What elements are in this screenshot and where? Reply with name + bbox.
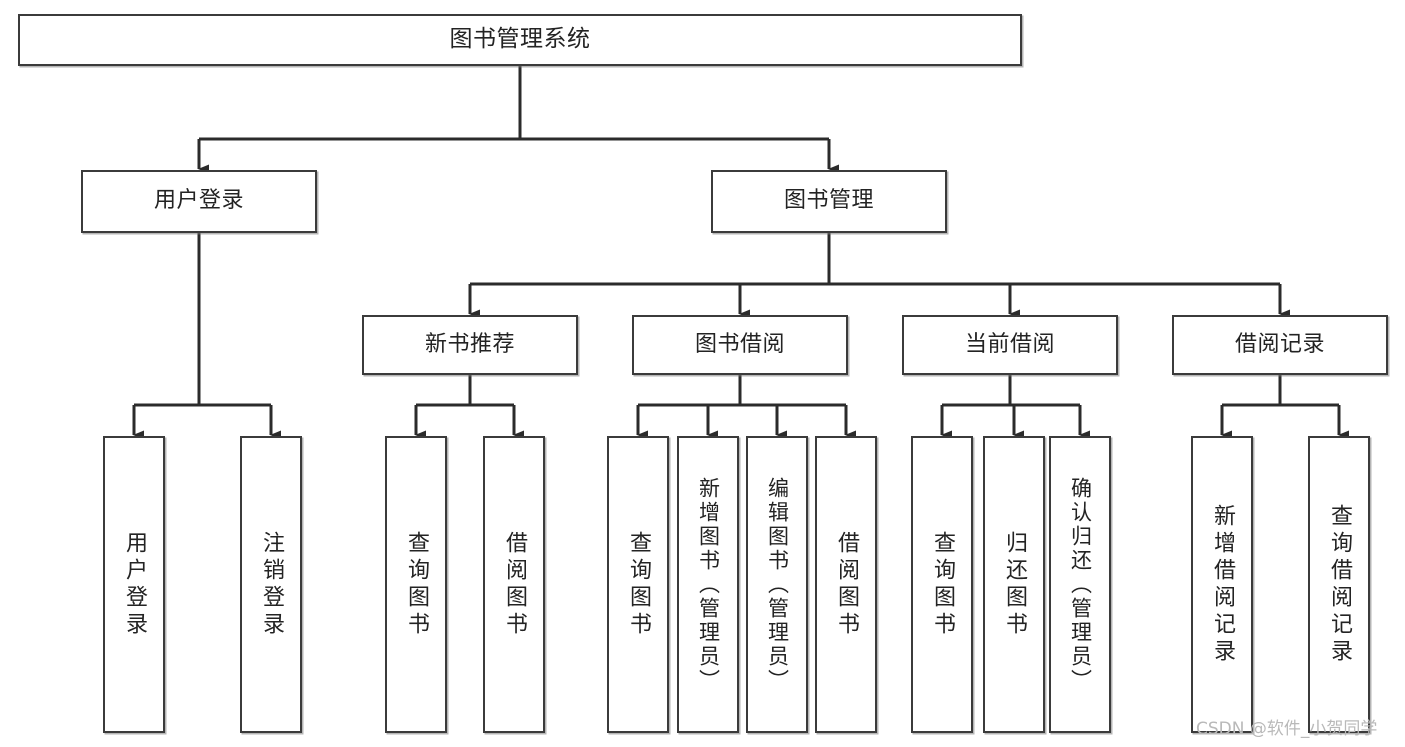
node-label: 借阅图书 (502, 530, 527, 639)
watermark-text: CSDN @软件_小贺同学 (1196, 719, 1378, 739)
node-label: 用户登录 (153, 188, 244, 214)
edge-group (132, 66, 1349, 440)
node-current-loan[interactable]: 当前借阅 (902, 315, 1118, 375)
node-leaf-bb-add[interactable]: 新增图书（管理员） (677, 436, 739, 733)
node-label: 编辑图书（管理员） (765, 476, 790, 693)
node-label: 新增图书（管理员） (696, 476, 721, 693)
node-leaf-user-logout[interactable]: 注销登录 (240, 436, 302, 733)
node-label: 查询借阅记录 (1327, 503, 1352, 666)
node-label: 归还图书 (1002, 530, 1027, 639)
node-loan-record[interactable]: 借阅记录 (1172, 315, 1388, 375)
node-leaf-lr-query[interactable]: 查询借阅记录 (1308, 436, 1370, 733)
node-label: 图书管理 (783, 188, 874, 214)
node-leaf-lr-add[interactable]: 新增借阅记录 (1191, 436, 1253, 733)
node-root[interactable]: 图书管理系统 (18, 14, 1022, 66)
node-leaf-cl-return[interactable]: 归还图书 (983, 436, 1045, 733)
node-label: 用户登录 (122, 530, 147, 639)
node-leaf-bb-borrow[interactable]: 借阅图书 (815, 436, 877, 733)
node-book-borrow[interactable]: 图书借阅 (632, 315, 848, 375)
node-new-book-rec[interactable]: 新书推荐 (362, 315, 578, 375)
node-label: 注销登录 (259, 530, 284, 639)
node-label: 新增借阅记录 (1210, 503, 1235, 666)
node-leaf-bb-edit[interactable]: 编辑图书（管理员） (746, 436, 808, 733)
node-label: 图书管理系统 (449, 26, 591, 53)
node-leaf-cl-confirm[interactable]: 确认归还（管理员） (1049, 436, 1111, 733)
node-label: 当前借阅 (964, 331, 1055, 357)
node-leaf-rec-borrow[interactable]: 借阅图书 (483, 436, 545, 733)
node-label: 查询图书 (404, 530, 429, 639)
node-label: 图书借阅 (694, 331, 785, 357)
node-leaf-cl-query[interactable]: 查询图书 (911, 436, 973, 733)
node-book-mgmt[interactable]: 图书管理 (711, 170, 947, 233)
node-leaf-rec-query[interactable]: 查询图书 (385, 436, 447, 733)
node-label: 查询图书 (626, 530, 651, 639)
node-label: 借阅图书 (834, 530, 859, 639)
node-leaf-user-login[interactable]: 用户登录 (103, 436, 165, 733)
node-label: 新书推荐 (424, 331, 515, 357)
node-user-login[interactable]: 用户登录 (81, 170, 317, 233)
node-label: 借阅记录 (1234, 331, 1325, 357)
node-leaf-bb-query[interactable]: 查询图书 (607, 436, 669, 733)
node-label: 查询图书 (930, 530, 955, 639)
node-label: 确认归还（管理员） (1068, 476, 1093, 693)
